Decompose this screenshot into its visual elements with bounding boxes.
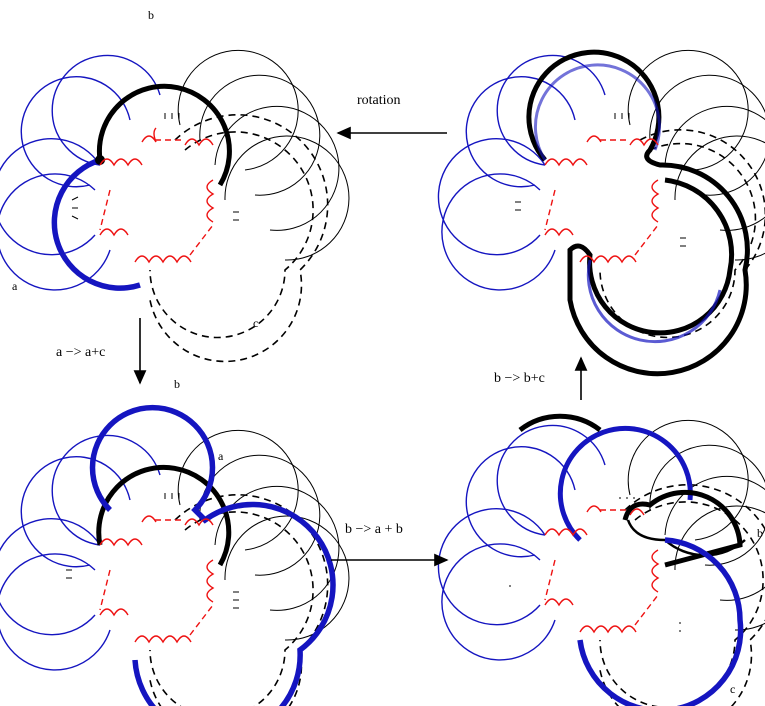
arrow-a-to-ac-label: a −> a+c bbox=[56, 345, 105, 360]
label-b: b bbox=[174, 377, 180, 391]
black-circles bbox=[177, 49, 350, 261]
panel-top-left: b a c bbox=[0, 8, 350, 363]
label-b: b bbox=[757, 526, 763, 540]
arrow-b-to-ab: b −> a + b bbox=[331, 522, 449, 567]
label-b: b bbox=[148, 8, 154, 22]
black-circles bbox=[177, 429, 350, 641]
red-boundary bbox=[544, 505, 660, 634]
label-c: c bbox=[730, 682, 735, 696]
loop-b-thin bbox=[626, 519, 746, 557]
dashed-circles bbox=[149, 114, 329, 363]
arrow-b-to-ab-label: b −> a + b bbox=[345, 522, 403, 537]
blue-circles bbox=[0, 54, 161, 291]
tick-marks bbox=[515, 113, 686, 247]
dashed-circles bbox=[599, 129, 765, 339]
red-boundary bbox=[99, 515, 215, 644]
loop-b bbox=[96, 464, 232, 567]
arrow-a-to-ac: a −> a+c bbox=[56, 318, 147, 385]
panel-bottom-left: b a bbox=[0, 377, 350, 706]
tick-marks bbox=[66, 493, 239, 609]
blue-circles bbox=[437, 54, 606, 291]
loop-blue-rotated bbox=[533, 63, 661, 161]
loop-b-plus-c bbox=[518, 413, 743, 568]
arrow-b-to-bc-label: b −> b+c bbox=[494, 371, 545, 386]
red-boundary bbox=[544, 135, 660, 264]
arrow-rotation: rotation bbox=[336, 93, 447, 140]
black-circles bbox=[627, 419, 765, 631]
loop-blue-lower bbox=[586, 259, 722, 344]
loop-a-plus-c bbox=[89, 404, 336, 706]
blue-circles bbox=[437, 424, 606, 661]
loop-b-rotated bbox=[526, 49, 750, 377]
label-c: c bbox=[253, 316, 258, 330]
label-a: a bbox=[218, 449, 224, 463]
panel-bottom-right: b c bbox=[437, 413, 765, 706]
red-boundary bbox=[99, 127, 215, 264]
loop-blue-upper bbox=[557, 425, 693, 542]
loop-b bbox=[96, 83, 232, 187]
loop-c bbox=[577, 537, 744, 706]
loop-a bbox=[51, 157, 141, 291]
arrow-b-to-bc: b −> b+c bbox=[494, 356, 588, 400]
label-a: a bbox=[12, 279, 18, 293]
blue-circles bbox=[0, 434, 161, 671]
tick-marks bbox=[71, 113, 239, 221]
arrow-rotation-label: rotation bbox=[357, 93, 401, 108]
panel-top-right bbox=[437, 49, 765, 377]
tick-marks bbox=[509, 497, 681, 632]
